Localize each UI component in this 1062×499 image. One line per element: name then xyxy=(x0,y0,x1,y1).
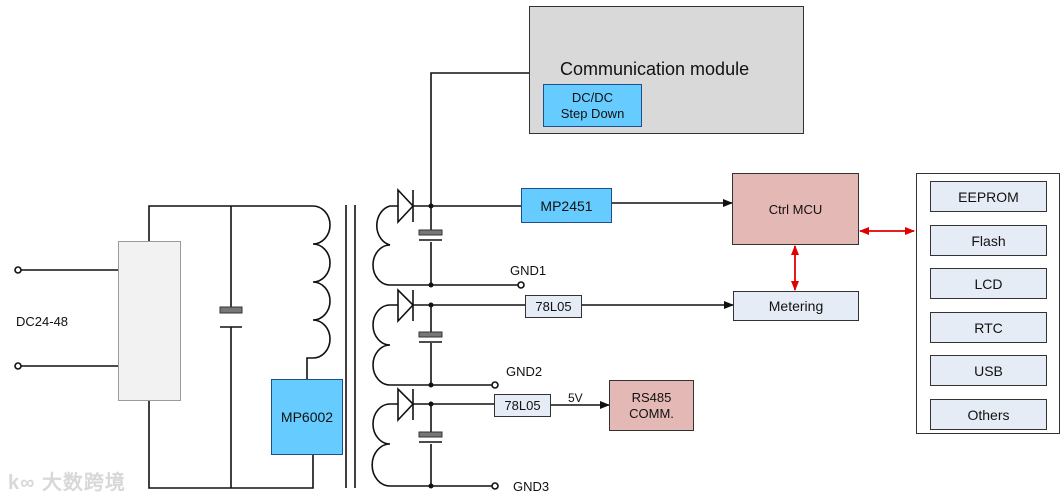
peripheral-usb: USB xyxy=(930,355,1047,386)
bulk-capacitor-plate xyxy=(219,306,243,314)
gnd3-terminal xyxy=(491,482,499,490)
78l05-block-1: 78L05 xyxy=(525,295,582,318)
watermark-text: 大数跨境 xyxy=(41,472,126,494)
peripherals-group xyxy=(916,173,1060,434)
voltage-label-5v: 5V xyxy=(568,391,583,405)
input-voltage-label: DC24-48 xyxy=(16,314,69,329)
watermark: k∞ 大数跨境 xyxy=(8,466,126,495)
gnd2-label: GND2 xyxy=(506,364,543,379)
rs485-line2: COMM. xyxy=(629,405,674,421)
primary-top-rail xyxy=(148,205,313,241)
communication-module-title: Communication module xyxy=(560,59,750,79)
mp6002-block: MP6002 xyxy=(271,379,343,455)
secondary-winding-3 xyxy=(371,403,431,487)
dcdc-step-down-block: DC/DC Step Down xyxy=(543,84,642,127)
dcdc-line1: DC/DC xyxy=(571,89,614,105)
primary-winding xyxy=(306,205,331,380)
gnd2-terminal xyxy=(491,381,499,389)
78l05-block-2: 78L05 xyxy=(494,394,551,417)
gnd1-terminal xyxy=(517,281,525,289)
input-terminals xyxy=(14,266,118,370)
metering-block: Metering xyxy=(733,291,859,321)
rs485-comm-block: RS485 COMM. xyxy=(609,380,694,431)
gnd3-label: GND3 xyxy=(513,479,550,494)
peripheral-flash: Flash xyxy=(930,225,1047,256)
gnd1-label: GND1 xyxy=(510,263,547,278)
rs485-line1: RS485 xyxy=(631,389,672,405)
peripheral-rtc: RTC xyxy=(930,312,1047,343)
peripheral-lcd: LCD xyxy=(930,268,1047,299)
mp2451-block: MP2451 xyxy=(521,188,612,223)
comm-feed xyxy=(430,72,529,206)
peripheral-others: Others xyxy=(930,399,1047,430)
secondary-winding-2 xyxy=(372,304,431,386)
ctrl-mcu-block: Ctrl MCU xyxy=(732,173,859,245)
secondary-winding-1 xyxy=(372,205,431,286)
dcdc-line2: Step Down xyxy=(560,105,625,121)
bridge-rectifier xyxy=(118,241,181,401)
peripheral-eeprom: EEPROM xyxy=(930,181,1047,212)
watermark-logo-icon: k∞ xyxy=(8,472,42,494)
